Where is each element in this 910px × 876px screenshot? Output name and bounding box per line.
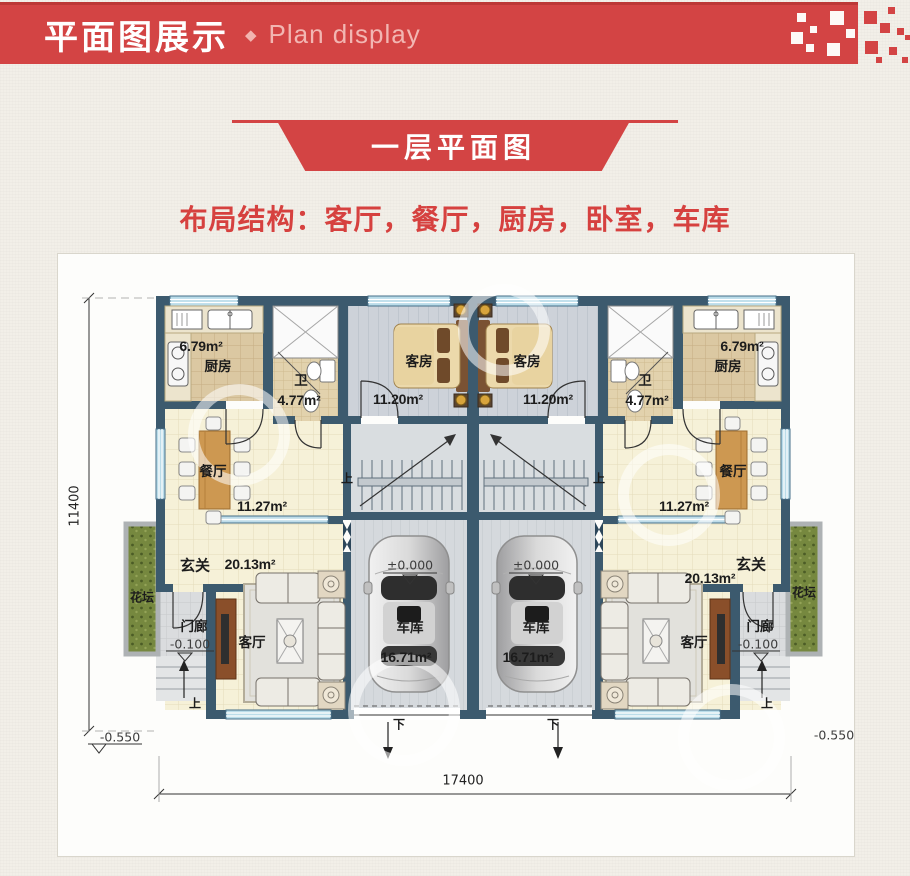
label-living-left: 客厅 bbox=[238, 635, 266, 650]
label-garage-left: 车库 bbox=[396, 620, 424, 635]
label-dining-area-right: 11.27m² bbox=[659, 498, 709, 514]
label-garage-area-right: 16.71m² bbox=[502, 649, 554, 665]
label-porch-right: 门廊 bbox=[746, 619, 774, 634]
label-garage-down-right: 下 bbox=[546, 717, 560, 732]
label-stairs-up-right: 上 bbox=[592, 471, 606, 486]
dimension-width: 17400 bbox=[442, 773, 484, 789]
site-level-left: -0.550 bbox=[99, 729, 141, 745]
label-flowerbed-left: 花坛 bbox=[129, 590, 155, 605]
label-living-right: 客厅 bbox=[680, 635, 708, 650]
page-subtitle-en: Plan display bbox=[268, 19, 421, 49]
label-garage-down-left: 下 bbox=[392, 717, 406, 732]
label-garage-level-left: ±0.000 bbox=[386, 557, 434, 573]
label-porch-up-right: 上 bbox=[760, 696, 774, 711]
label-porch-level-left: -0.100 bbox=[169, 636, 211, 652]
label-stairs-up-left: 上 bbox=[340, 471, 354, 486]
label-foyer-right: 玄关 bbox=[735, 556, 767, 574]
label-kitchen-area-left: 6.79m² bbox=[179, 338, 223, 354]
label-garage-right: 车库 bbox=[522, 620, 550, 635]
label-dining-right: 餐厅 bbox=[719, 464, 747, 479]
label-guest-area-left: 11.20m² bbox=[373, 391, 423, 407]
label-garage-level-right: ±0.000 bbox=[512, 557, 560, 573]
diamond-icon: ◆ bbox=[245, 26, 257, 44]
page-title: 平面图展示 bbox=[44, 19, 229, 57]
floor-plan-panel: 6.79m² 厨房 卫 4.77m² 客房 11.20m² 餐厅 11.27m²… bbox=[57, 253, 855, 857]
dimension-lines bbox=[82, 292, 797, 802]
label-foyer-area-left: 20.13m² bbox=[224, 556, 276, 572]
label-dining-left: 餐厅 bbox=[199, 464, 227, 479]
floor-plan-drawing bbox=[82, 292, 854, 802]
label-porch-up-left: 上 bbox=[188, 696, 202, 711]
label-bath-area-left: 4.77m² bbox=[277, 392, 321, 408]
label-guest-right: 客房 bbox=[513, 354, 541, 369]
label-bath-area-right: 4.77m² bbox=[625, 392, 669, 408]
section-banner-trapezoid: 一层平面图 bbox=[277, 121, 630, 171]
label-foyer-area-right: 20.13m² bbox=[684, 570, 736, 586]
label-bath-left: 卫 bbox=[294, 373, 308, 388]
dimension-height: 11400 bbox=[67, 485, 83, 527]
label-dining-area-left: 11.27m² bbox=[237, 498, 287, 514]
label-porch-level-right: -0.100 bbox=[737, 636, 779, 652]
label-porch-left: 门廊 bbox=[180, 619, 208, 634]
label-garage-area-left: 16.71m² bbox=[380, 649, 432, 665]
header-banner: 平面图展示 ◆ Plan display bbox=[0, 2, 858, 64]
label-guest-area-right: 11.20m² bbox=[523, 391, 573, 407]
section-banner: 一层平面图 bbox=[0, 120, 910, 172]
layout-description: 布局结构：客厅，餐厅，厨房，卧室，车库 bbox=[179, 204, 731, 235]
label-kitchen-right: 厨房 bbox=[714, 359, 742, 374]
site-level-right: -0.550 bbox=[813, 727, 855, 743]
label-guest-left: 客房 bbox=[405, 354, 433, 369]
label-kitchen-left: 厨房 bbox=[204, 359, 232, 374]
label-foyer-left: 玄关 bbox=[179, 557, 211, 575]
label-flowerbed-right: 花坛 bbox=[791, 585, 817, 600]
section-title: 一层平面图 bbox=[370, 132, 536, 163]
label-kitchen-area-right: 6.79m² bbox=[720, 338, 764, 354]
label-bath-right: 卫 bbox=[638, 373, 652, 388]
